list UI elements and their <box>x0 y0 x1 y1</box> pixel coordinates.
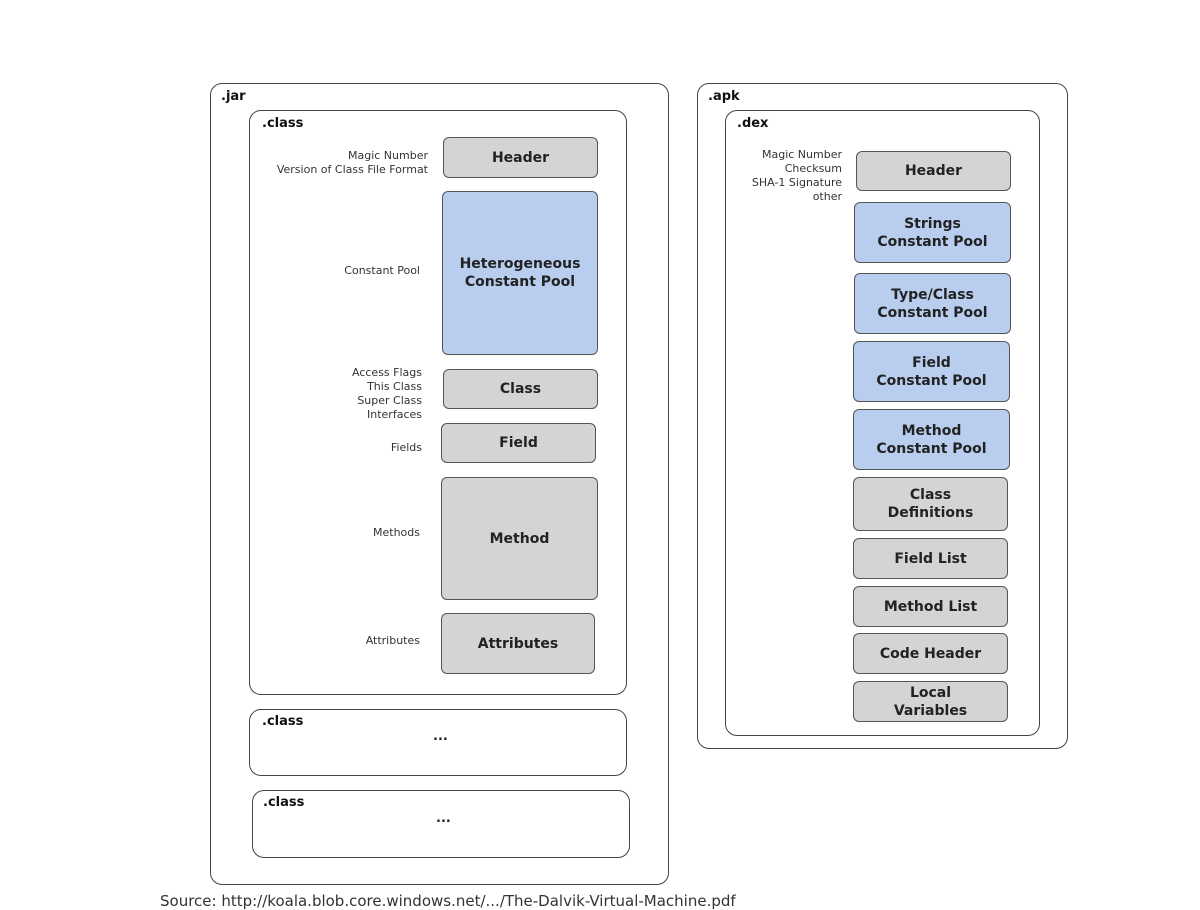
class-title: .class <box>262 116 304 131</box>
class-label: Access Flags This Class Super Class Inte… <box>352 366 422 421</box>
dex-header-label: Magic Number Checksum SHA-1 Signature ot… <box>751 148 842 203</box>
dex-box-header: Header <box>856 151 1011 191</box>
class-box: Class <box>443 369 598 409</box>
heterogeneous-constant-pool-box: Heterogeneous Constant Pool <box>442 191 598 355</box>
dex-box-method-constant-pool: Method Constant Pool <box>853 409 1010 470</box>
ellipsis: ... <box>433 729 448 744</box>
dex-box-code-header: Code Header <box>853 633 1008 674</box>
field-box: Field <box>441 423 596 463</box>
header-box: Header <box>443 137 598 178</box>
dex-box-type-class-constant-pool: Type/Class Constant Pool <box>854 273 1011 334</box>
dex-box-field-list: Field List <box>853 538 1008 579</box>
class-container-2: .class ... <box>249 709 627 776</box>
dex-box-local-variables: Local Variables <box>853 681 1008 722</box>
constant-pool-label: Constant Pool <box>344 264 420 277</box>
fields-label: Fields <box>390 441 422 454</box>
header-label: Magic Number Version of Class File Forma… <box>276 149 428 176</box>
dex-title: .dex <box>737 116 769 131</box>
methods-label: Methods <box>373 526 420 539</box>
dex-box-field-constant-pool: Field Constant Pool <box>853 341 1010 402</box>
class-title: .class <box>263 795 305 810</box>
attributes-box: Attributes <box>441 613 595 674</box>
ellipsis: ... <box>436 811 451 826</box>
apk-title: .apk <box>708 89 740 104</box>
class-container-3: .class ... <box>252 790 630 858</box>
source-caption: Source: http://koala.blob.core.windows.n… <box>160 892 736 910</box>
class-title: .class <box>262 714 304 729</box>
dex-box-method-list: Method List <box>853 586 1008 627</box>
dex-box-strings-constant-pool: Strings Constant Pool <box>854 202 1011 263</box>
dex-box-class-definitions: Class Definitions <box>853 477 1008 531</box>
attributes-label: Attributes <box>365 634 420 647</box>
method-box: Method <box>441 477 598 600</box>
jar-title: .jar <box>221 89 246 104</box>
